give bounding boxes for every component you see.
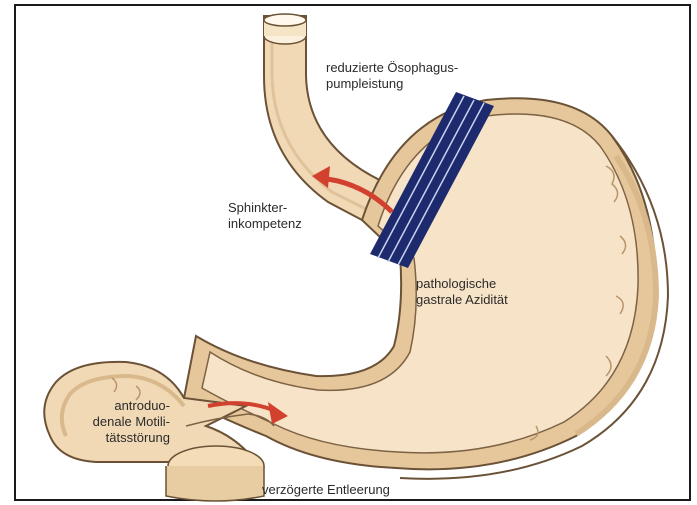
motility-label-line3: tätsstörung — [50, 430, 170, 446]
acidity-label-line2: gastrale Azidität — [416, 292, 508, 308]
esophagus-pump-label: reduzierte Ösophagus- pumpleistung — [326, 60, 458, 92]
motility-label-line1: antroduo- — [50, 398, 170, 414]
esophagus-pump-label-line2: pumpleistung — [326, 76, 458, 92]
motility-label-line2: denale Motili- — [50, 414, 170, 430]
acidity-label: pathologische gastrale Azidität — [416, 276, 508, 308]
sphincter-label-line2: inkompetenz — [228, 216, 302, 232]
esophagus — [264, 14, 388, 220]
diagram-frame: reduzierte Ösophagus- pumpleistung Sphin… — [14, 4, 691, 501]
sphincter-label-line1: Sphinkter- — [228, 200, 302, 216]
emptying-label: verzögerte Entleerung — [262, 482, 390, 498]
motility-label: antroduo- denale Motili- tätsstörung — [50, 398, 170, 446]
acidity-label-line1: pathologische — [416, 276, 508, 292]
esophagus-pump-label-line1: reduzierte Ösophagus- — [326, 60, 458, 76]
sphincter-label: Sphinkter- inkompetenz — [228, 200, 302, 232]
